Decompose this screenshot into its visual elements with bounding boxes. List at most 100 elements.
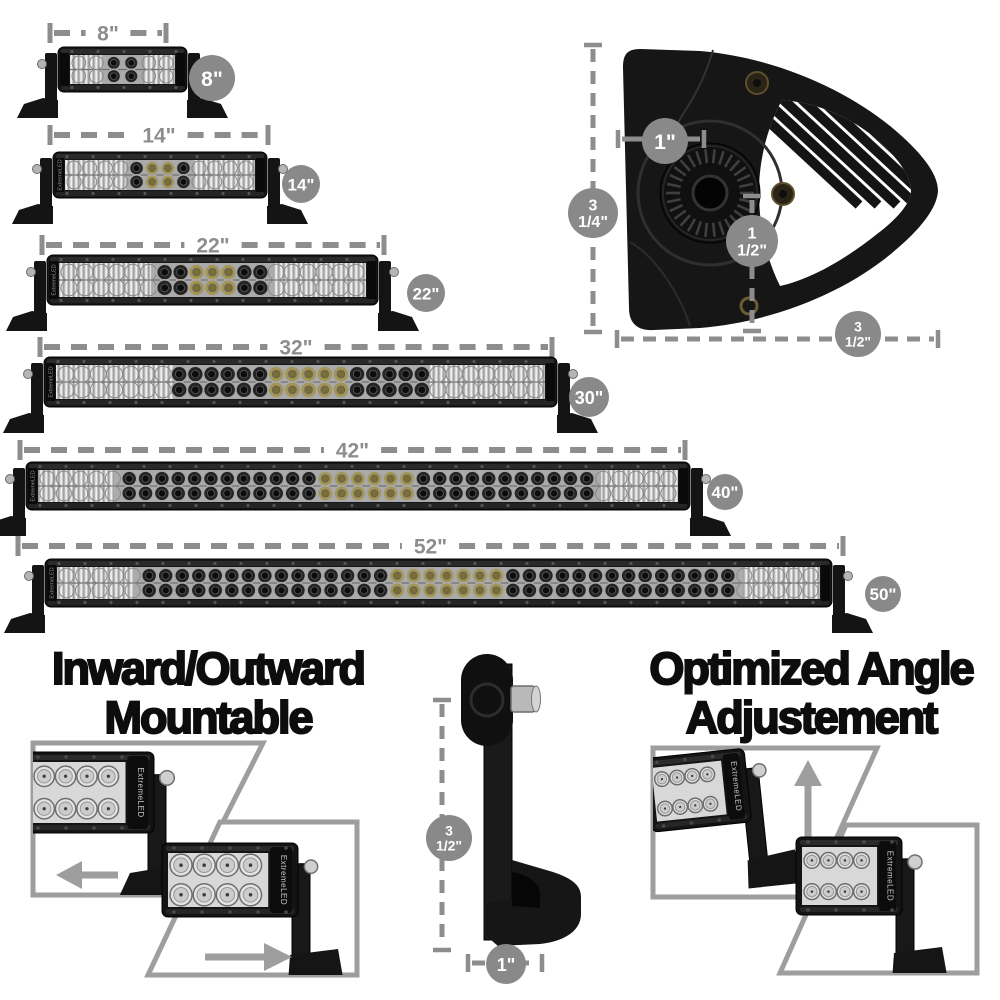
badge-label: 1/2" [845, 334, 871, 350]
dimension-label: 22" [196, 235, 229, 258]
mount-foot [557, 413, 598, 433]
side-mount [13, 468, 25, 526]
mount-foot [6, 311, 47, 331]
size-badge: 31/2" [835, 311, 881, 357]
mount-foot [4, 613, 45, 633]
lightbar-photo: ExtremeLED [161, 842, 344, 975]
mount-bolt [701, 474, 711, 484]
bracket-pivot [461, 654, 513, 746]
side-mount [833, 565, 845, 623]
mount-bolt [568, 369, 578, 379]
bracket-dimension: 31/2" [426, 697, 472, 953]
badge-label: 1" [654, 131, 676, 154]
profile-dimension: 1" [615, 118, 707, 164]
badge-label: 3 [589, 198, 598, 215]
badge-label: 14" [288, 175, 315, 194]
lightbar-14-inch: ExtremeLED [12, 151, 308, 224]
size-badge: 31/4" [568, 188, 618, 238]
dimension-14-inch: 14" [47, 125, 271, 148]
lightbar-photo: ExtremeLED [653, 748, 805, 889]
size-badge: 22" [407, 274, 445, 312]
bracket-dimension: 1" [465, 944, 545, 984]
mount-bolt [37, 59, 47, 69]
mount-foot [267, 204, 308, 224]
mount-foot [0, 516, 26, 536]
mount-bolt [23, 369, 33, 379]
row-14-inch: 14" ExtremeLED 14" [12, 125, 320, 224]
left-section-title: Inward/Outward Mountable [18, 643, 398, 743]
screw [739, 296, 759, 316]
badge-label: 40" [712, 483, 739, 502]
side-mount [40, 158, 52, 214]
brand-label: ExtremeLED [58, 159, 64, 190]
size-badge: 14" [282, 165, 320, 203]
dimension-label: 32" [279, 337, 312, 360]
row-42-inch: 42" ExtremeLED 40" [0, 440, 743, 536]
dimension-label: 42" [336, 440, 369, 463]
lightbar-photo: ExtremeLED [795, 836, 948, 973]
left-arrow-icon [56, 861, 118, 889]
right-section-title: Optimized Angle Adjustement [628, 643, 994, 743]
dimension-32-inch: 32" [37, 337, 555, 360]
size-badge: 1" [486, 944, 526, 984]
badge-label: 3 [445, 823, 453, 839]
mounting-bracket-side-view: 31/2" 1" [426, 654, 581, 984]
angle-adjustment-panels: ExtremeLED ExtremeLED [650, 745, 980, 976]
left-title-line1: Inward/Outward [51, 643, 367, 694]
badge-label: 1/2" [436, 838, 462, 854]
size-badge: 11/2" [726, 215, 778, 267]
badge-label: 50" [870, 585, 897, 604]
lightbar-32-inch: ExtremeLED [3, 356, 598, 433]
mount-foot [12, 204, 53, 224]
badge-label: 1/2" [737, 242, 767, 259]
size-badge: 50" [865, 576, 901, 612]
profile-dimension: 11/2" [726, 193, 778, 334]
side-mount [268, 158, 280, 214]
row-52-inch: 52" ExtremeLED 50" [4, 536, 901, 633]
brand-label: ExtremeLED [136, 767, 145, 817]
right-title-line1: Optimized Angle [648, 643, 975, 694]
mount-foot [3, 413, 44, 433]
brand-label: ExtremeLED [50, 567, 56, 598]
side-mount [379, 261, 391, 321]
mount-bolt [26, 267, 36, 277]
badge-label: 1" [497, 955, 516, 975]
mount-foot [690, 516, 731, 536]
mount-bolt [24, 571, 34, 581]
dimension-label: 14" [142, 125, 175, 148]
side-mount [34, 261, 46, 321]
size-badge: 40" [707, 474, 743, 510]
brand-label: ExtremeLED [49, 366, 55, 397]
size-badge: 1" [642, 118, 688, 164]
dimension-22-inch: 22" [39, 235, 387, 258]
brand-label: ExtremeLED [52, 264, 58, 295]
dimension-42-inch: 42" [17, 440, 688, 463]
size-badge: 31/2" [426, 815, 472, 861]
inward-outward-panels: ExtremeLED ExtremeLED [30, 740, 360, 978]
side-mount [558, 363, 570, 423]
dimension-8-inch: 8" [47, 23, 169, 46]
side-mount [45, 53, 57, 108]
badge-label: 30" [575, 388, 604, 408]
badge-label: 3 [854, 319, 862, 335]
end-cap-side-view: 31/4"1"11/2"31/2" [568, 42, 941, 357]
side-mount [31, 363, 43, 423]
mount-foot [187, 98, 228, 118]
lightbar-52-inch: ExtremeLED [4, 558, 873, 633]
row-8-inch: 8" 8" [17, 23, 235, 118]
mount-bolt [32, 164, 42, 174]
dimension-52-inch: 52" [15, 536, 846, 559]
brand-label: ExtremeLED [31, 470, 37, 501]
badge-label: 22" [413, 284, 440, 303]
mount-foot [378, 311, 419, 331]
left-title-line2: Mountable [104, 692, 315, 743]
mount-bolt [389, 267, 399, 277]
badge-label: 1/4" [578, 214, 608, 231]
mount-foot [17, 98, 58, 118]
side-mount [691, 468, 703, 526]
badge-label: 8" [201, 68, 223, 91]
size-badge: 8" [189, 55, 235, 101]
brand-label: ExtremeLED [886, 851, 895, 901]
